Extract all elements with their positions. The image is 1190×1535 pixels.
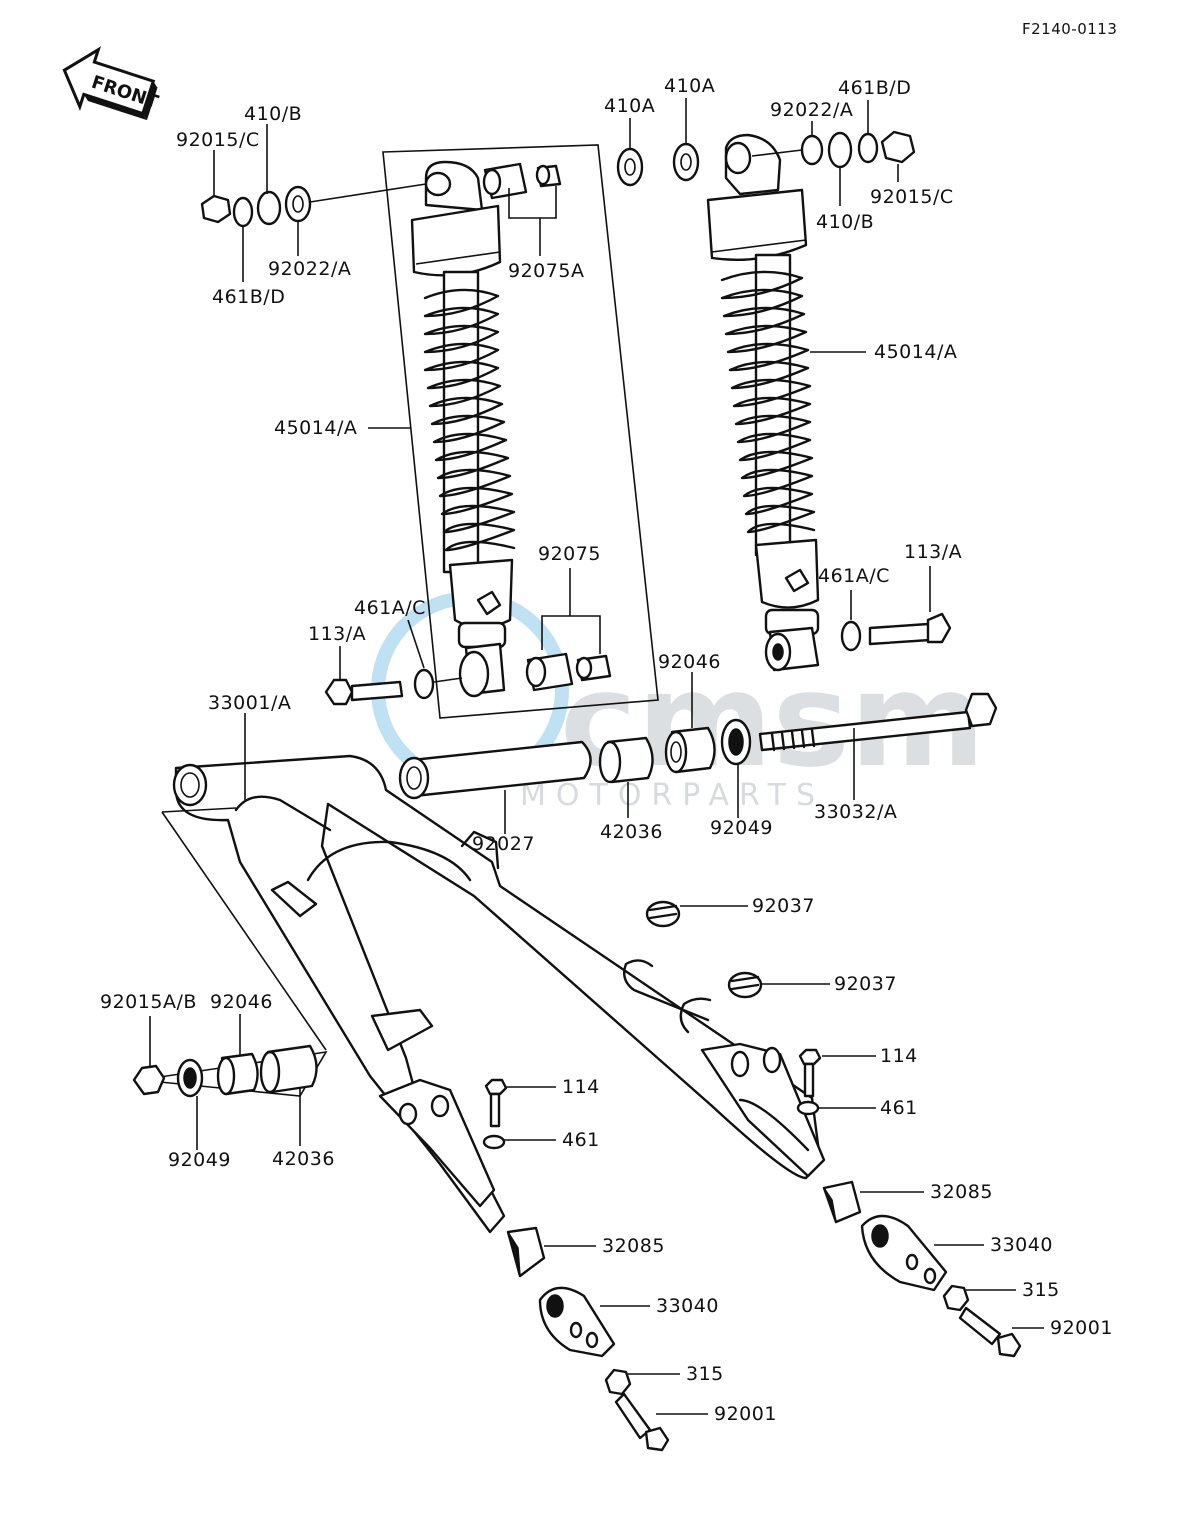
label-42036-left: 42036 (272, 1148, 335, 1170)
label-92015c-right: 92015/C (870, 186, 954, 208)
label-92037-1: 92037 (752, 895, 815, 917)
rubber-92037-upper-icon (645, 900, 681, 928)
label-92046-top: 92046 (658, 651, 721, 673)
label-92001-right: 92001 (1050, 1317, 1113, 1339)
label-461ac-left: 461A/C (354, 597, 426, 619)
label-32085-left: 32085 (602, 1235, 665, 1257)
label-45014a-right: 45014/A (874, 341, 957, 363)
part-labels: 92015/C 410/B 461B/D 92022/A 92075A 410A… (100, 75, 1113, 1425)
label-45014a-left: 45014/A (274, 417, 357, 439)
label-410b-right: 410/B (816, 211, 874, 233)
label-92037-2: 92037 (834, 973, 897, 995)
right-shock-absorber (706, 133, 820, 672)
sleeve-42036-left-icon (259, 1044, 318, 1094)
block-32085-left-icon (506, 1226, 546, 1278)
label-113a-right: 113/A (904, 541, 962, 563)
bearing-92046-top-icon (664, 726, 716, 774)
label-42036-top: 42036 (600, 821, 663, 843)
bolt-114-right-icon (798, 1048, 822, 1098)
label-114-left: 114 (562, 1076, 600, 1098)
top-nut-right-icon (880, 130, 916, 164)
front-arrow-icon: FRONT (62, 46, 161, 121)
label-33040-left: 33040 (656, 1295, 719, 1317)
label-92049-top: 92049 (710, 817, 773, 839)
sleeve-42036-top-icon (598, 736, 654, 784)
label-461ac-right: 461A/C (818, 565, 890, 587)
bearing-92046-left-icon (216, 1052, 259, 1096)
lock-washer-left-icon (232, 196, 254, 228)
watermark-text: MOTORPARTS (520, 778, 825, 813)
washer-461-right-icon (796, 1100, 820, 1116)
label-92075: 92075 (538, 543, 601, 565)
label-92075a: 92075A (508, 260, 584, 282)
document-code: F2140-0113 (1022, 20, 1117, 38)
label-410b-left: 410/B (244, 103, 302, 125)
lock-washer-right-icon (857, 132, 879, 164)
washer-461ac-left-icon (413, 668, 435, 700)
label-410a-2: 410A (664, 75, 715, 97)
bolt-92001-left-icon (614, 1392, 670, 1452)
label-92027: 92027 (472, 833, 535, 855)
label-113a-left: 113/A (308, 623, 366, 645)
left-shock-kit-outline (382, 144, 659, 719)
nut-92015ab-icon (132, 1064, 166, 1096)
rubber-92037-lower-icon (727, 971, 763, 999)
bolt-113a-left-icon (324, 678, 404, 706)
washer-410a-2-icon (672, 142, 700, 182)
swing-arm-33001a (161, 754, 826, 1234)
label-92022a-left: 92022/A (268, 258, 351, 280)
leader-lines (149, 98, 1044, 1415)
bolt-114-left-icon (484, 1078, 508, 1128)
left-shock-absorber (410, 160, 516, 698)
washer-410a-1-icon (616, 147, 644, 187)
label-92022a-right: 92022/A (770, 99, 853, 121)
label-32085-right: 32085 (930, 1181, 993, 1203)
label-33040-right: 33040 (990, 1234, 1053, 1256)
adjuster-33040-right-icon (860, 1214, 948, 1292)
label-92015ab: 92015A/B (100, 991, 197, 1013)
left-shock-spring (423, 288, 516, 552)
label-461bd-left: 461B/D (212, 286, 285, 308)
label-461-left: 461 (562, 1129, 600, 1151)
right-shock-spring (720, 270, 816, 534)
pivot-shaft-92027-icon (398, 740, 592, 800)
collar-92075-icon (525, 652, 612, 692)
pivot-bolt-33032a-icon (758, 692, 998, 752)
block-32085-right-icon (822, 1180, 862, 1224)
label-410a-1: 410A (604, 95, 655, 117)
nut-315-left-icon (604, 1368, 632, 1396)
label-92015c-left: 92015/C (176, 129, 260, 151)
label-315-left: 315 (686, 1363, 724, 1385)
bolt-92001-right-icon (958, 1306, 1022, 1358)
washer-410b-right-icon (827, 131, 853, 169)
washer-461ac-right-icon (840, 620, 862, 652)
label-92049-left: 92049 (168, 1149, 231, 1171)
washer-410b-left-icon (256, 190, 282, 226)
label-114-right: 114 (880, 1045, 918, 1067)
washer-461-left-icon (482, 1134, 506, 1150)
label-33032a: 33032/A (814, 801, 897, 823)
top-nut-left-icon (200, 194, 232, 224)
collar-92075a-icon (482, 162, 562, 200)
label-92046-left: 92046 (210, 991, 273, 1013)
label-461-right: 461 (880, 1097, 918, 1119)
bolt-113a-right-icon (868, 612, 952, 646)
nut-315-right-icon (942, 1284, 970, 1312)
washer-92022a-left-icon (284, 185, 312, 223)
label-33001a: 33001/A (208, 692, 291, 714)
washer-92022a-right-icon (800, 134, 824, 166)
seal-92049-top-icon (720, 718, 752, 766)
label-461bd-right: 461B/D (838, 77, 911, 99)
label-92001-left: 92001 (714, 1403, 777, 1425)
label-315-right: 315 (1022, 1279, 1060, 1301)
adjuster-33040-left-icon (538, 1286, 616, 1358)
